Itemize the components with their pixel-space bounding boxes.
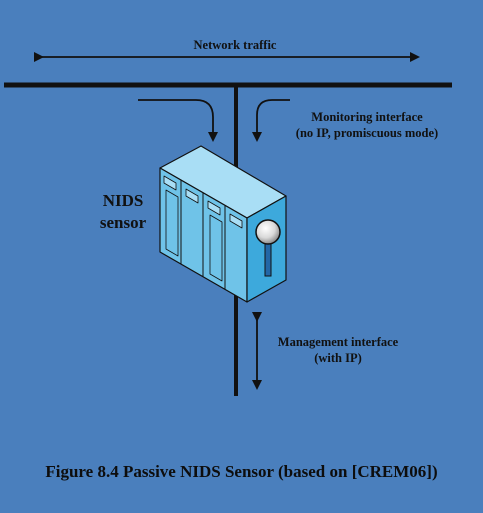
sensor-label-line1: NIDS <box>102 191 144 210</box>
monitoring-interface-label: Monitoring interface (no IP, promiscuous… <box>262 109 472 141</box>
figure-caption: Figure 8.4 Passive NIDS Sensor (based on… <box>45 462 438 481</box>
magnifier-icon <box>255 219 281 277</box>
network-traffic-label: Network traffic <box>193 38 277 52</box>
management-label-line2: (with IP) <box>314 351 362 365</box>
sensor-label-line2: sensor <box>99 213 147 232</box>
management-label-line1: Management interface <box>277 335 399 349</box>
monitoring-label-line1: Monitoring interface <box>311 110 423 124</box>
monitoring-arrow-left <box>138 99 218 142</box>
management-interface-label: Management interface (with IP) <box>258 334 418 366</box>
nids-sensor-label: NIDS sensor <box>78 190 168 234</box>
monitoring-arrow-right <box>252 99 290 142</box>
monitoring-label-line2: (no IP, promiscuous mode) <box>295 126 439 140</box>
